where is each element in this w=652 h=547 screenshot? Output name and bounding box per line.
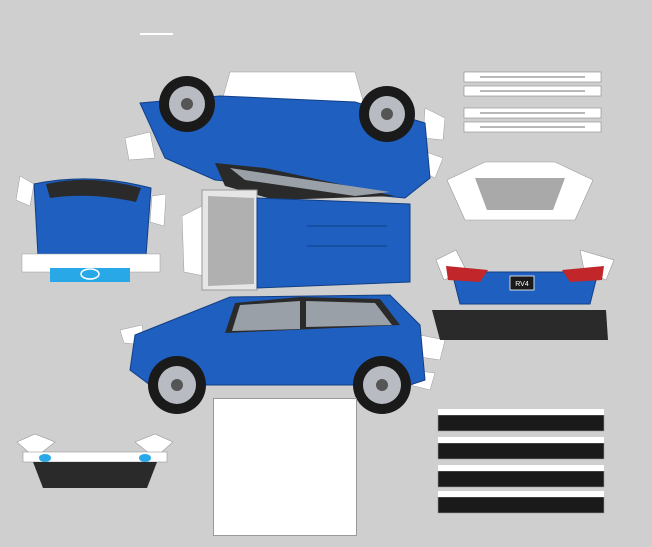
rear-panel: RV4 [430,240,620,355]
axle-strips [460,68,605,138]
side-panel-upper [125,68,445,218]
roof-panel [182,186,417,296]
tire-tread-strips [436,407,606,515]
front-bumper-panel [15,432,175,492]
hood-panel [16,176,166,284]
license-plate-text: RV4 [515,281,529,288]
base-plate [213,398,357,536]
divider-line [140,33,173,35]
windshield-panel [445,160,595,225]
side-panel-lower [120,285,450,420]
